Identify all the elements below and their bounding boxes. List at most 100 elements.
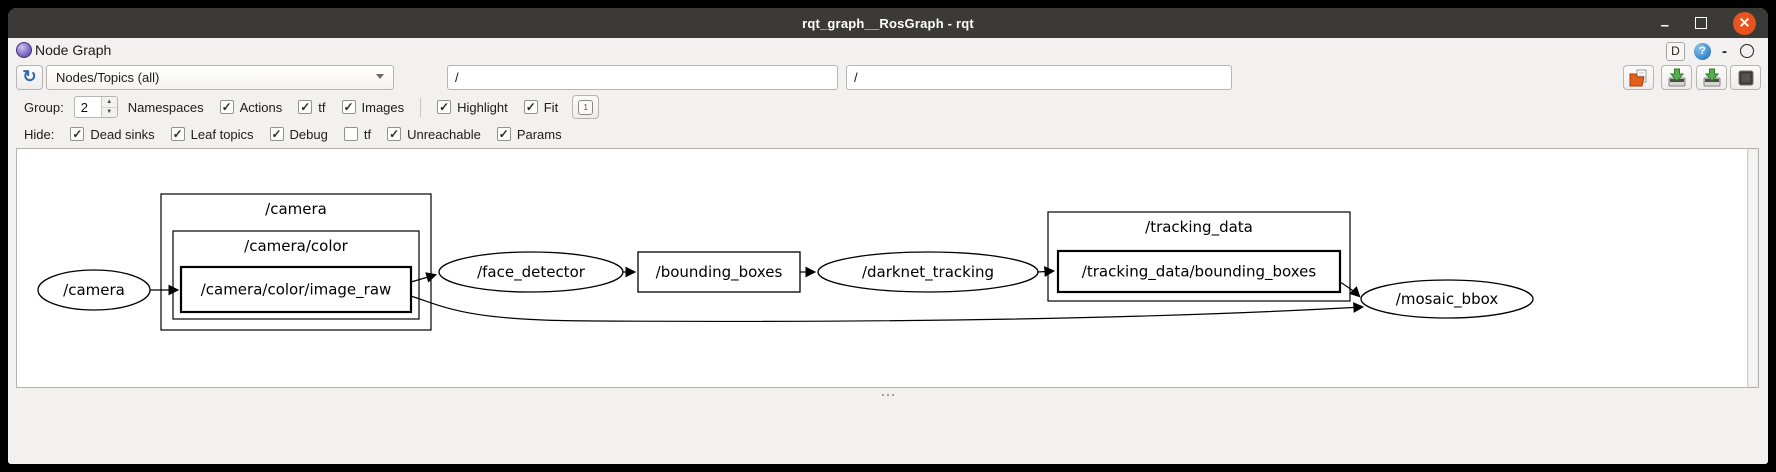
rqt-window: rqt_graph__RosGraph - rqt – ✕ Node Graph…	[8, 8, 1768, 464]
checkbox-indicator[interactable]: ✓	[523, 100, 538, 114]
zoom-original-icon: 1	[578, 99, 594, 115]
checkbox-label: Highlight	[457, 99, 508, 115]
float-button[interactable]	[1740, 44, 1754, 58]
checkbox-indicator[interactable]: ✓	[341, 100, 356, 114]
checkbox-debug[interactable]: ✓ Debug	[269, 126, 328, 142]
checkbox-label: Params	[516, 126, 562, 142]
refresh-icon: ↻	[22, 67, 37, 86]
graph-node-mosaic-bbox[interactable]	[1360, 279, 1534, 319]
checkbox-indicator[interactable]: ✓	[170, 127, 185, 141]
titlebar[interactable]: rqt_graph__RosGraph - rqt – ✕	[8, 8, 1768, 38]
checkbox-label: tf	[318, 99, 326, 115]
minimize-button[interactable]: –	[1660, 17, 1669, 34]
panel-title: Node Graph	[35, 42, 112, 58]
node-filter-input[interactable]	[447, 65, 838, 90]
close-button[interactable]: ✕	[1733, 11, 1756, 35]
checkbox-params[interactable]: ✓ Params	[496, 126, 562, 142]
save-dot-button[interactable]	[1661, 65, 1692, 90]
checkbox-indicator[interactable]: ✓	[437, 100, 452, 114]
chevron-down-icon	[376, 74, 384, 79]
graph-node-image-raw[interactable]	[179, 265, 413, 314]
checkbox-unreachable[interactable]: ✓ Unreachable	[387, 127, 481, 142]
checkbox-dead-sinks[interactable]: ✓ Dead sinks	[70, 126, 155, 142]
topic-filter-input[interactable]	[846, 65, 1232, 90]
checkbox-label: Dead sinks	[90, 126, 155, 142]
checkbox-label: Images	[361, 99, 405, 115]
save-image-button[interactable]	[1696, 65, 1727, 90]
checkbox-tf[interactable]: ✓ tf	[298, 99, 326, 115]
group-spin-value: 2	[80, 100, 88, 115]
checkbox-indicator[interactable]: ✓	[298, 100, 313, 114]
refresh-button[interactable]: ↻	[16, 65, 43, 90]
namespaces-label: Namespaces	[127, 99, 204, 115]
toolbar: ↻ Nodes/Topics (all)	[8, 64, 1768, 92]
save-image-icon	[1703, 68, 1720, 87]
spin-down-button[interactable]: ▼	[101, 107, 117, 117]
checkbox-indicator[interactable]: ✓	[219, 100, 234, 114]
graph-cluster-label: /tracking_data	[1145, 218, 1253, 237]
checkbox-actions[interactable]: ✓Actions	[219, 100, 282, 115]
checkbox-indicator[interactable]: ✓	[387, 127, 402, 141]
checkbox-highlight[interactable]: ✓ Highlight	[437, 100, 508, 115]
close-icon: ✕	[1738, 14, 1751, 31]
checkbox-images[interactable]: ✓ Images	[341, 99, 405, 115]
checkbox-label: Fit	[543, 99, 559, 115]
window-title: rqt_graph__RosGraph - rqt	[802, 15, 974, 31]
rqt-plugin-icon	[16, 42, 32, 58]
checkbox-indicator[interactable]	[343, 127, 358, 141]
graph-node-bounding-boxes[interactable]	[637, 251, 801, 293]
graph-cluster-label: /camera/color	[244, 237, 349, 255]
group-checkboxes: ✓Actions✓tf✓Images✓Highlight✓Fit	[204, 97, 559, 117]
collapse-button[interactable]: -	[1722, 42, 1727, 60]
checkbox-label: Leaf topics	[190, 126, 254, 142]
graph-node-label: /camera	[63, 281, 125, 299]
graph-node-label: /camera/color/image_raw	[201, 281, 392, 300]
graph-edge-tracking-bboxes-to-mosaic-bbox	[1339, 281, 1361, 298]
toolbar-separator	[420, 97, 422, 117]
graph-node-darknet-tracking[interactable]	[817, 251, 1039, 293]
folder-open-icon	[1629, 69, 1646, 86]
dock-button[interactable]: D	[1666, 41, 1685, 61]
splitter-handle[interactable]	[8, 391, 1768, 399]
screenshot-button[interactable]	[1730, 65, 1761, 90]
graph-canvas[interactable]: /camera/camera/color/tracking_data/camer…	[17, 149, 1748, 387]
graph-node-label: /tracking_data/bounding_boxes	[1082, 263, 1317, 282]
help-button[interactable]: ?	[1694, 42, 1711, 60]
scrollbar-thumb[interactable]	[1749, 150, 1757, 386]
graph-node-tracking-bboxes[interactable]	[1056, 249, 1342, 294]
graph-node-face-detector[interactable]	[438, 251, 624, 293]
checkbox-label: Debug	[289, 126, 328, 142]
fit-view-button[interactable]: 1	[572, 95, 600, 119]
checkbox-label: Unreachable	[407, 126, 481, 142]
spin-buttons: ▲ ▼	[100, 97, 117, 117]
graph-type-select[interactable]: Nodes/Topics (all)	[46, 65, 394, 90]
spin-up-button[interactable]: ▲	[101, 97, 117, 108]
save-dot-icon	[1668, 68, 1685, 87]
graph-vertical-scrollbar[interactable]	[1747, 149, 1758, 387]
graph-node-label: /darknet_tracking	[862, 263, 994, 282]
checkbox-indicator[interactable]: ✓	[496, 127, 511, 141]
group-options-row: Group: 2 ▲ ▼ Namespaces ✓Actions✓tf✓Imag…	[8, 94, 1768, 120]
graph-cluster-label: /camera	[265, 200, 327, 218]
checkbox-leaf-topics[interactable]: ✓ Leaf topics	[170, 126, 254, 142]
graph-node-label: /face_detector	[477, 263, 586, 282]
maximize-button[interactable]	[1695, 17, 1707, 29]
panel-header: Node Graph D ? -	[8, 40, 1768, 62]
graph-node-camera[interactable]	[37, 269, 151, 311]
screenshot-icon	[1738, 70, 1753, 85]
graph-edge-darknet-tracking-to-tracking-bboxes	[1037, 266, 1056, 277]
group-spinbox[interactable]: 2 ▲ ▼	[73, 96, 118, 118]
checkbox-tf[interactable]: tf	[343, 127, 371, 142]
checkbox-indicator[interactable]: ✓	[70, 127, 85, 141]
checkbox-indicator[interactable]: ✓	[269, 127, 284, 141]
hide-label: Hide:	[24, 126, 55, 142]
graph-edge-image-raw-to-face-detector	[410, 272, 438, 283]
graph-area: /camera/camera/color/tracking_data/camer…	[16, 148, 1759, 388]
graph-node-label: /bounding_boxes	[656, 263, 783, 282]
checkbox-fit[interactable]: ✓ Fit	[523, 99, 559, 115]
graph-type-selected-label: Nodes/Topics (all)	[56, 70, 160, 85]
open-dot-button[interactable]	[1623, 65, 1654, 90]
